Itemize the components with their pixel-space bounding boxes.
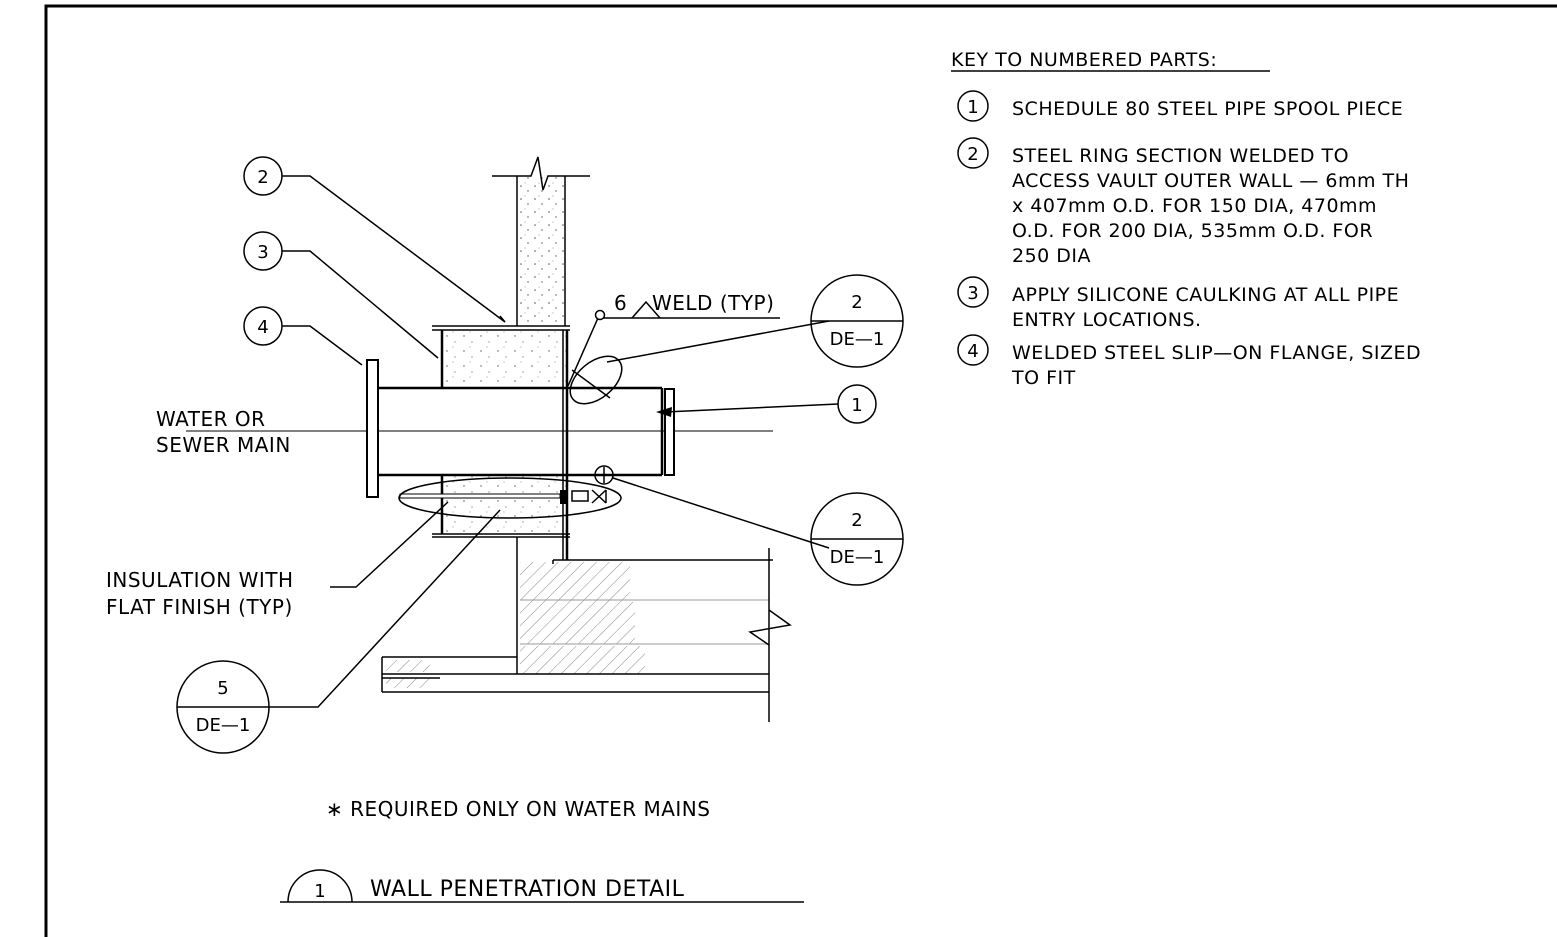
pipe-end-plate bbox=[664, 388, 675, 476]
weld-label: WELD (TYP) bbox=[652, 291, 774, 315]
base-hatch-2 bbox=[520, 602, 635, 644]
key-item-1: 1 SCHEDULE 80 STEEL PIPE SPOOL PIECE bbox=[957, 90, 1403, 122]
callout-3: 3 bbox=[243, 231, 283, 271]
key-item-bubble bbox=[957, 90, 989, 122]
key-item-number: 1 bbox=[967, 97, 978, 118]
detail-ellipse-anchor bbox=[398, 477, 622, 519]
key-item-2: 2 STEEL RING SECTION WELDED TO ACCESS VAUL… bbox=[957, 137, 1409, 267]
key-item-text: ENTRY LOCATIONS. bbox=[1012, 309, 1202, 331]
note-water-mains: ∗ REQUIRED ONLY ON WATER MAINS bbox=[326, 797, 710, 821]
detail-ellipse-weld bbox=[569, 355, 623, 405]
svg-text:DE—1: DE—1 bbox=[830, 329, 885, 350]
label-insulation-2: FLAT FINISH (TYP) bbox=[106, 595, 293, 619]
key-item-text: APPLY SILICONE CAULKING AT ALL PIPE bbox=[1012, 284, 1399, 306]
key-item-bubble bbox=[957, 276, 989, 308]
detail-ref-5: 5 DE—1 bbox=[176, 660, 270, 754]
key-item-text: TO FIT bbox=[1011, 367, 1076, 389]
weld-symbol-circle bbox=[594, 465, 614, 485]
svg-text:DE—1: DE—1 bbox=[196, 715, 251, 736]
key-item-text: x 407mm O.D. FOR 150 DIA, 470mm bbox=[1012, 195, 1377, 217]
insulation-block-lower bbox=[442, 476, 567, 534]
detail-ref-lower: 2 DE—1 bbox=[810, 492, 904, 586]
svg-text:1: 1 bbox=[851, 395, 862, 416]
concrete-wall bbox=[517, 176, 565, 324]
slip-on-flange bbox=[366, 359, 379, 498]
key-item-bubble bbox=[957, 334, 989, 366]
key-item-text: SCHEDULE 80 STEEL PIPE SPOOL PIECE bbox=[1012, 98, 1403, 120]
insulation-block-upper bbox=[442, 330, 567, 386]
label-main-2: SEWER MAIN bbox=[156, 433, 291, 457]
key-item-bubble bbox=[957, 137, 989, 169]
detail-title: 1 WALL PENETRATION DETAIL bbox=[280, 869, 804, 903]
label-main-1: WATER OR bbox=[156, 407, 266, 431]
key-item-number: 2 bbox=[967, 144, 978, 165]
key-item-text: 250 DIA bbox=[1012, 245, 1091, 267]
weld-size: 6 bbox=[614, 291, 627, 315]
callout-4: 4 bbox=[243, 306, 283, 346]
section-drawing bbox=[186, 156, 839, 722]
anchor-rod bbox=[399, 493, 561, 499]
key-item-text: WELDED STEEL SLIP—ON FLANGE, SIZED bbox=[1012, 342, 1421, 364]
svg-text:2: 2 bbox=[851, 510, 862, 531]
svg-text:WALL PENETRATION DETAIL: WALL PENETRATION DETAIL bbox=[370, 877, 685, 902]
svg-text:2: 2 bbox=[257, 167, 268, 188]
break-line-top bbox=[492, 156, 590, 191]
key-item-text: ACCESS VAULT OUTER WALL — 6mm TH bbox=[1012, 170, 1409, 192]
svg-text:DE—1: DE—1 bbox=[830, 547, 885, 568]
label-insulation-1: INSULATION WITH bbox=[106, 568, 294, 592]
key-to-parts: KEY TO NUMBERED PARTS: 1 SCHEDULE 80 STEE… bbox=[951, 49, 1421, 389]
svg-text:1: 1 bbox=[314, 881, 325, 902]
key-item-number: 3 bbox=[967, 283, 978, 304]
svg-text:5: 5 bbox=[217, 678, 228, 699]
key-item-text: O.D. FOR 200 DIA, 535mm O.D. FOR bbox=[1012, 220, 1373, 242]
svg-text:2: 2 bbox=[851, 292, 862, 313]
key-item-number: 4 bbox=[967, 341, 978, 362]
key-item-text: STEEL RING SECTION WELDED TO bbox=[1012, 145, 1349, 167]
base-hatch-1 bbox=[520, 562, 630, 602]
detail-ref-upper: 2 DE—1 bbox=[810, 274, 904, 368]
key-heading: KEY TO NUMBERED PARTS: bbox=[951, 49, 1217, 71]
key-item-3: 3 APPLY SILICONE CAULKING AT ALL PIPE ENTR… bbox=[957, 276, 1399, 331]
key-item-4: 4 WELDED STEEL SLIP—ON FLANGE, SIZED TO FI… bbox=[957, 334, 1421, 389]
sheet-border bbox=[44, 4, 1557, 937]
svg-text:4: 4 bbox=[257, 317, 268, 338]
base-hatch-3 bbox=[520, 646, 645, 674]
callout-1: 1 bbox=[837, 384, 877, 424]
svg-text:3: 3 bbox=[257, 242, 268, 263]
callout-2: 2 bbox=[243, 156, 283, 196]
